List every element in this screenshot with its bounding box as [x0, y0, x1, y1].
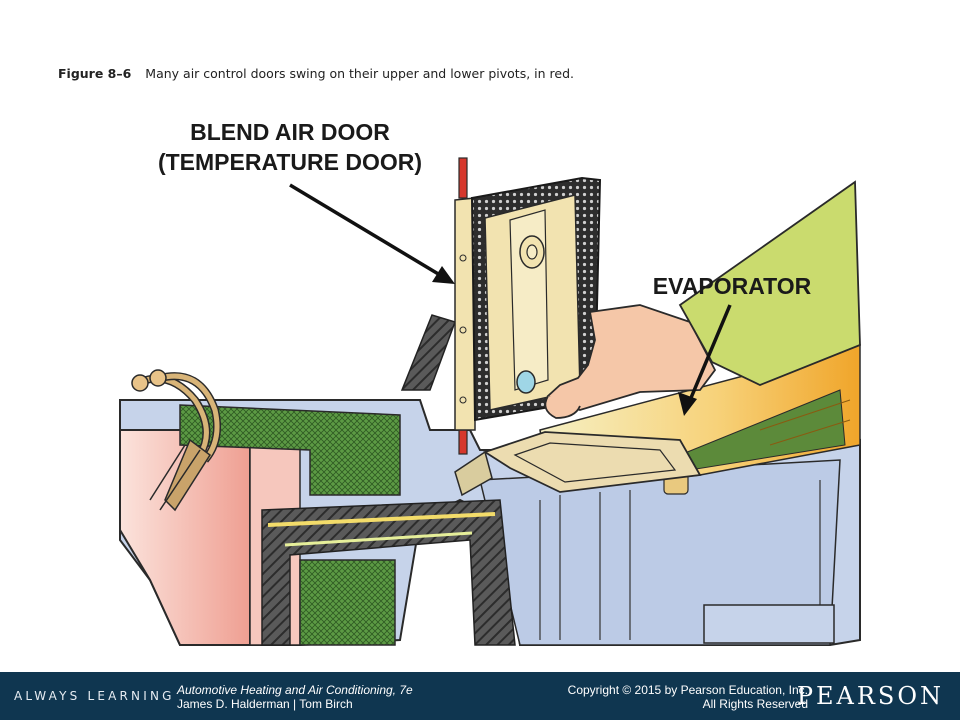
book-credit: Automotive Heating and Air Conditioning,… [177, 683, 413, 711]
figure-caption: Figure 8–6 Many air control doors swing … [58, 66, 574, 81]
rights-line: All Rights Reserved [702, 697, 808, 711]
blend-air-door [454, 157, 602, 455]
technician-hand [544, 180, 861, 419]
rear-seal-frame [400, 314, 456, 391]
blend-door-arrow [289, 183, 446, 280]
blend-door-label-line1: BLEND AIR DOOR [190, 119, 390, 145]
evaporator-arrow [686, 304, 732, 406]
book-title: Automotive Heating and Air Conditioning,… [177, 683, 413, 697]
figure-number: Figure 8–6 [58, 66, 132, 81]
door-linkage [454, 431, 702, 497]
footer-bar: ALWAYS LEARNING Automotive Heating and A… [0, 672, 960, 720]
figure-caption-text: Many air control doors swing on their up… [145, 66, 574, 81]
upper-pivot-red [458, 157, 468, 199]
front-door-frame [261, 499, 516, 646]
vacuum-hoses [131, 369, 221, 512]
copyright-notice: Copyright © 2015 by Pearson Education, I… [568, 683, 808, 711]
evaporator-label: EVAPORATOR [653, 273, 812, 299]
always-learning-tagline: ALWAYS LEARNING [14, 689, 175, 703]
copyright-line: Copyright © 2015 by Pearson Education, I… [567, 683, 808, 697]
book-authors: James D. Halderman | Tom Birch [177, 697, 353, 711]
heater-core [179, 404, 401, 646]
pearson-logo: PEARSON [796, 682, 944, 710]
blend-door-label-line2: (TEMPERATURE DOOR) [158, 149, 422, 175]
blend-air-door-illustration: BLEND AIR DOOR (TEMPERATURE DOOR) EVAPOR… [119, 119, 861, 646]
label-arrows [289, 183, 732, 416]
green-sleeve [678, 180, 861, 386]
